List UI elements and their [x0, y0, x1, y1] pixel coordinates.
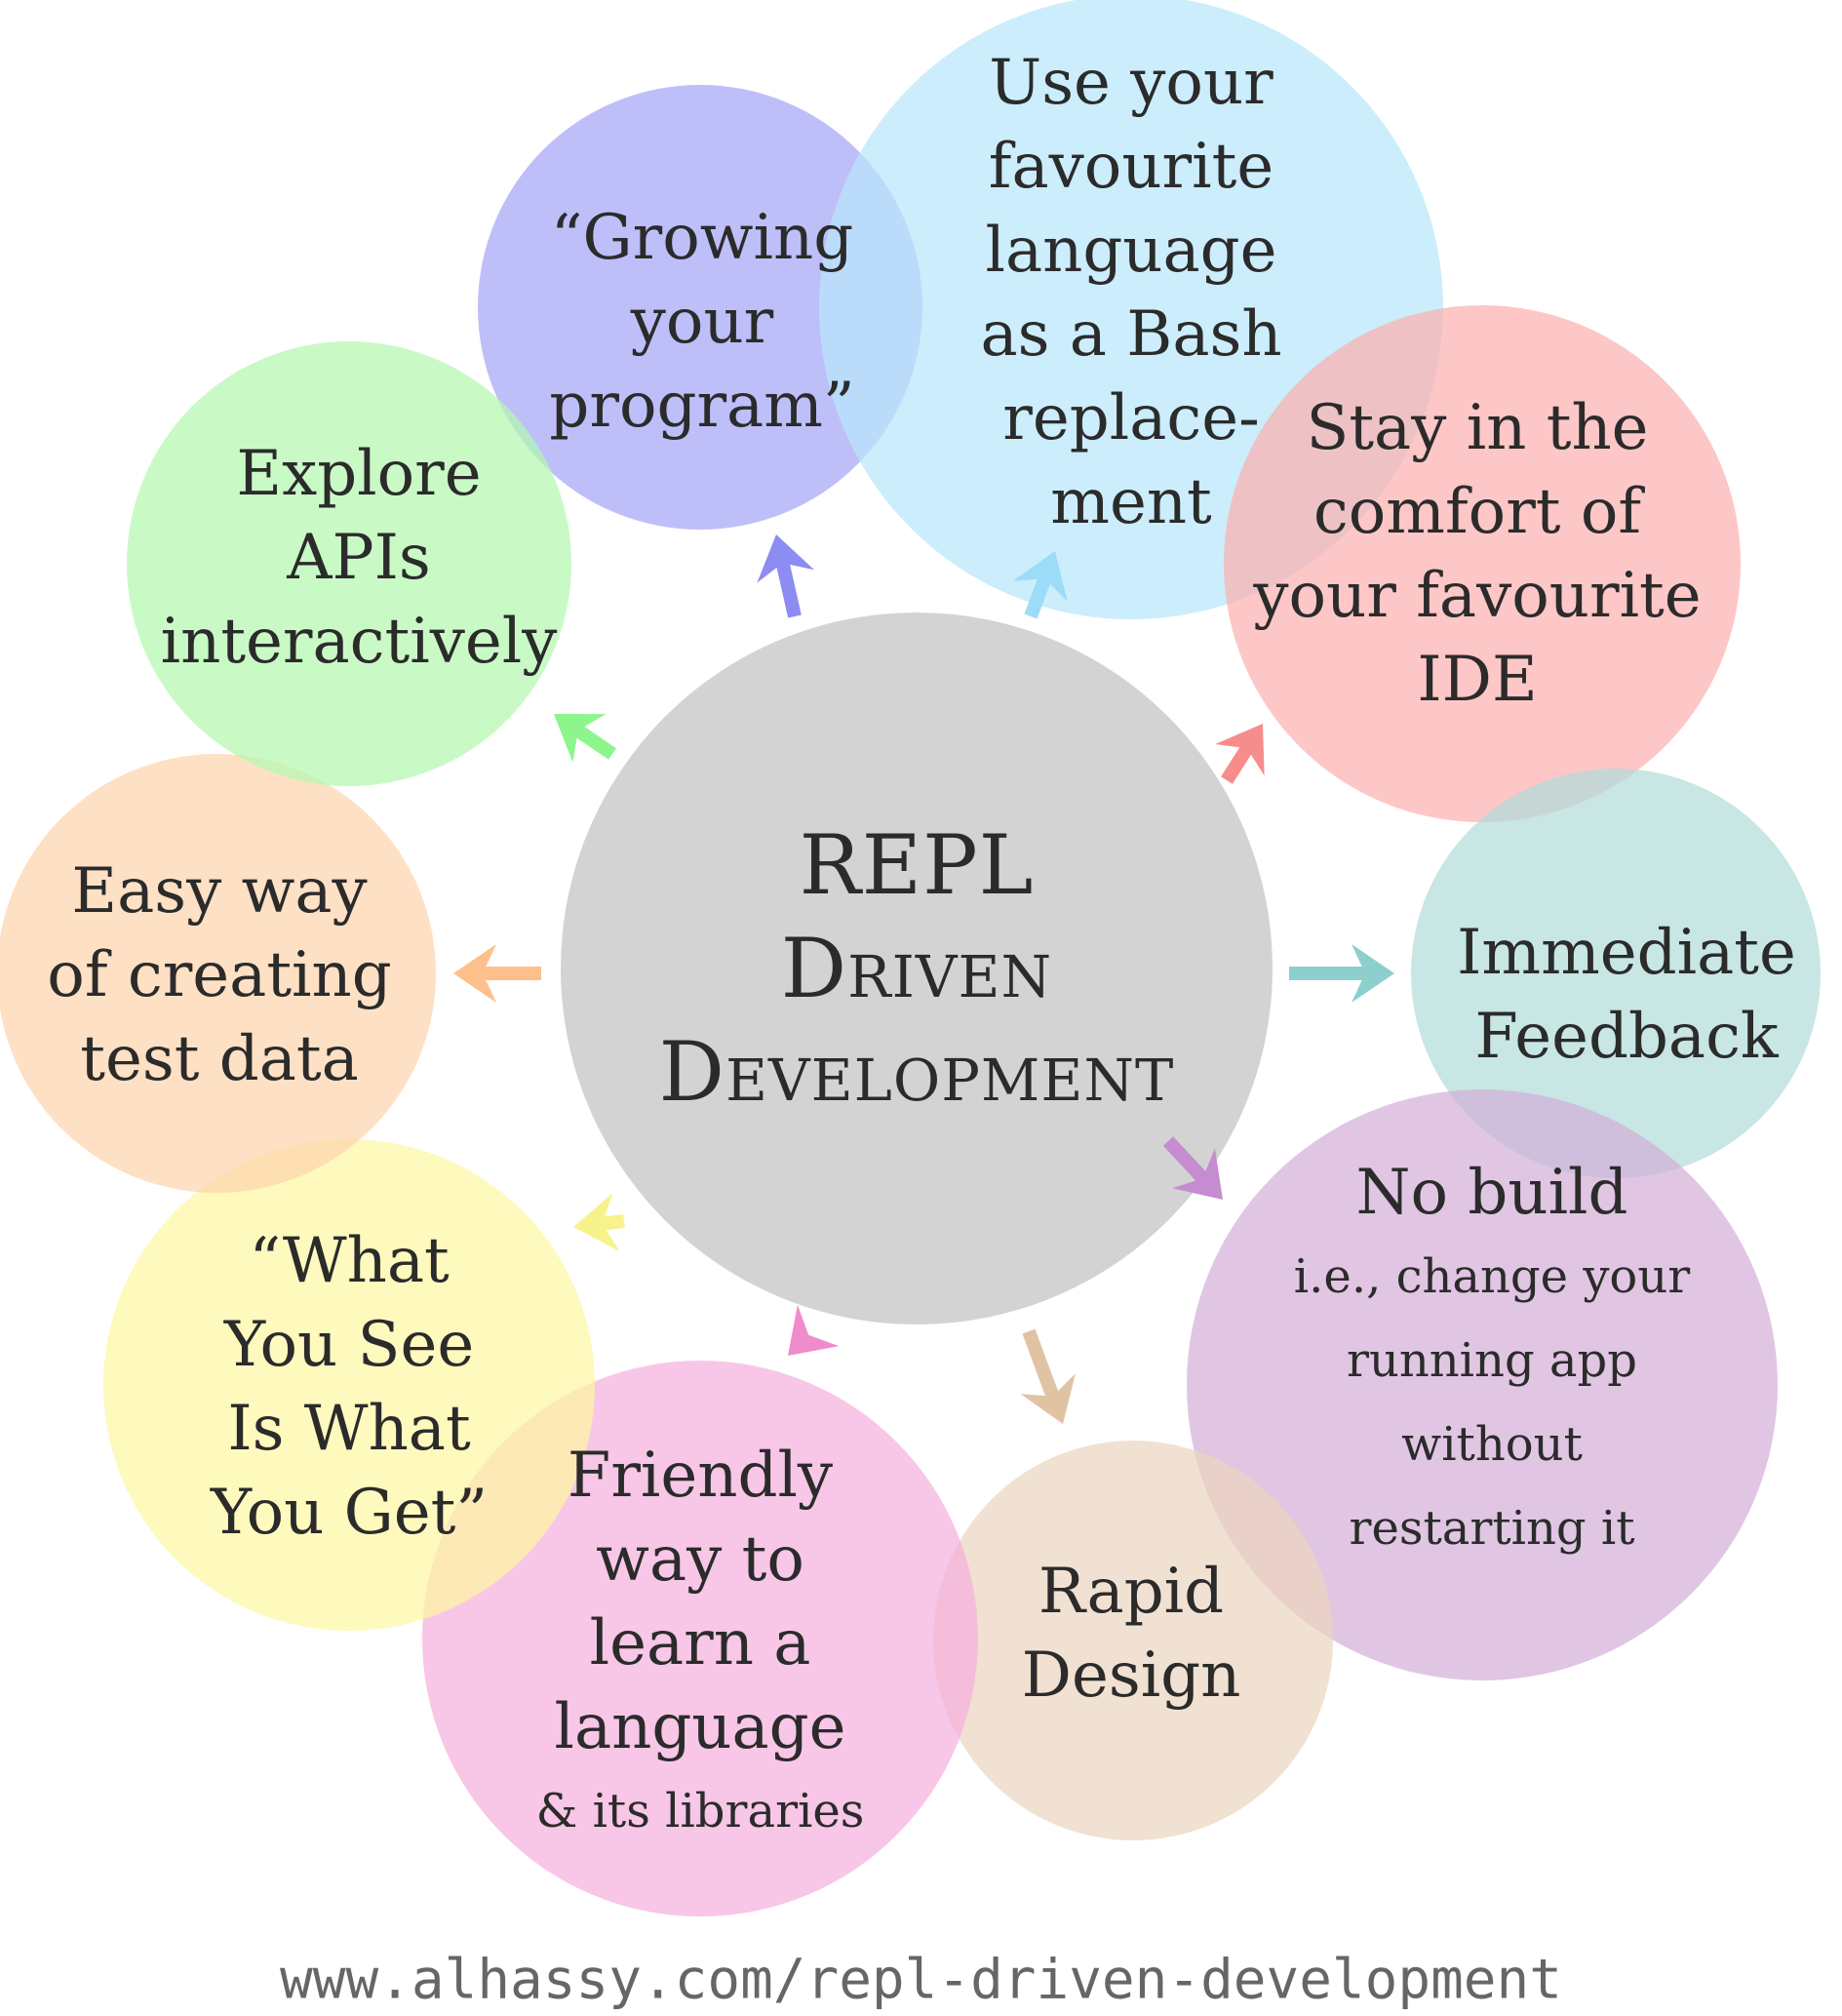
node-label-bash: Use your favourite language as a Bash replac…	[980, 41, 1281, 544]
node-label-line: Is What	[227, 1393, 471, 1465]
node-label-line: You Get”	[210, 1477, 489, 1549]
node-label-line: “Growing	[550, 202, 854, 274]
node-label-line: without	[1401, 1417, 1583, 1472]
arrow-rapid	[1020, 1328, 1076, 1424]
arrow-ide	[1215, 724, 1265, 784]
arrow-friendly	[788, 1304, 840, 1356]
node-label-line: program”	[549, 370, 855, 442]
node-label-line: Use your	[989, 47, 1274, 119]
node-label-nobuild: No build i.e., change your running app with…	[1294, 1151, 1690, 1570]
node-label-growing: “Growing your program”	[549, 196, 854, 448]
arrow-nobuild	[1162, 1136, 1223, 1200]
center-label-line: Driven	[780, 921, 1053, 1016]
node-label-line: Friendly	[567, 1440, 834, 1512]
node-label-line: your	[630, 286, 774, 358]
arrow-bash	[1012, 551, 1068, 619]
arrow-testdata	[453, 944, 541, 1003]
node-label-line: You See	[223, 1309, 475, 1381]
node-label-line: language	[554, 1691, 846, 1763]
arrow-feedback	[1289, 944, 1394, 1003]
node-label-line: Easy way	[71, 855, 368, 928]
node-label-line: “What	[249, 1225, 450, 1297]
node-label-friendly: Friendly way to learn a language & its libra…	[536, 1434, 865, 1853]
node-circle-rapid	[933, 1441, 1333, 1840]
footer-url[interactable]: www.alhassy.com/repl-driven-development	[280, 1948, 1562, 2012]
node-circle-testdata	[0, 754, 436, 1193]
center-label-line: Development	[658, 1024, 1175, 1120]
arrow-apis	[554, 714, 616, 763]
node-label-line: favourite	[988, 131, 1274, 203]
node-label-line: Stay in the	[1306, 392, 1649, 464]
node-label-line: IDE	[1417, 644, 1538, 716]
node-label-line: APIs	[287, 522, 431, 594]
node-label-line: learn a	[589, 1607, 811, 1680]
node-label-line: Immediate	[1457, 917, 1796, 989]
node-label-line: interactively	[160, 606, 558, 678]
node-label-line: language	[985, 215, 1277, 287]
node-label-line: way to	[596, 1523, 804, 1596]
node-label-line: Design	[1021, 1640, 1241, 1712]
center-label-line: REPL	[799, 817, 1035, 913]
arrow-growing	[757, 534, 814, 618]
node-label-line: Feedback	[1474, 1001, 1779, 1073]
node-label-line: Rapid	[1038, 1556, 1225, 1628]
node-circle-apis	[127, 341, 571, 786]
node-label-line: ment	[1050, 466, 1212, 538]
node-label-line: i.e., change your	[1293, 1249, 1691, 1304]
node-label-line: your favourite	[1253, 560, 1702, 632]
node-circle-growing	[478, 85, 922, 530]
node-label-line: Explore	[236, 438, 482, 510]
node-label-line: of creating	[47, 939, 392, 1011]
node-circle-wysiwyg	[103, 1139, 595, 1631]
node-label-line: as a Bash	[980, 298, 1282, 371]
node-label-line: comfort of	[1313, 476, 1642, 548]
node-title: No build	[1355, 1157, 1628, 1229]
node-label-testdata: Easy way of creating test data	[47, 850, 391, 1101]
node-label-line: restarting it	[1349, 1501, 1635, 1556]
node-label-line: replace-	[1002, 382, 1260, 455]
center-circle	[561, 613, 1273, 1324]
node-circle-ide	[1224, 305, 1741, 822]
node-label-line: running app	[1346, 1333, 1638, 1388]
node-circle-nobuild	[1187, 1089, 1778, 1680]
node-circle-feedback	[1411, 769, 1821, 1178]
node-label-line: test data	[80, 1023, 359, 1095]
arrow-wysiwyg	[573, 1193, 625, 1251]
node-label-line: & its libraries	[535, 1784, 865, 1838]
